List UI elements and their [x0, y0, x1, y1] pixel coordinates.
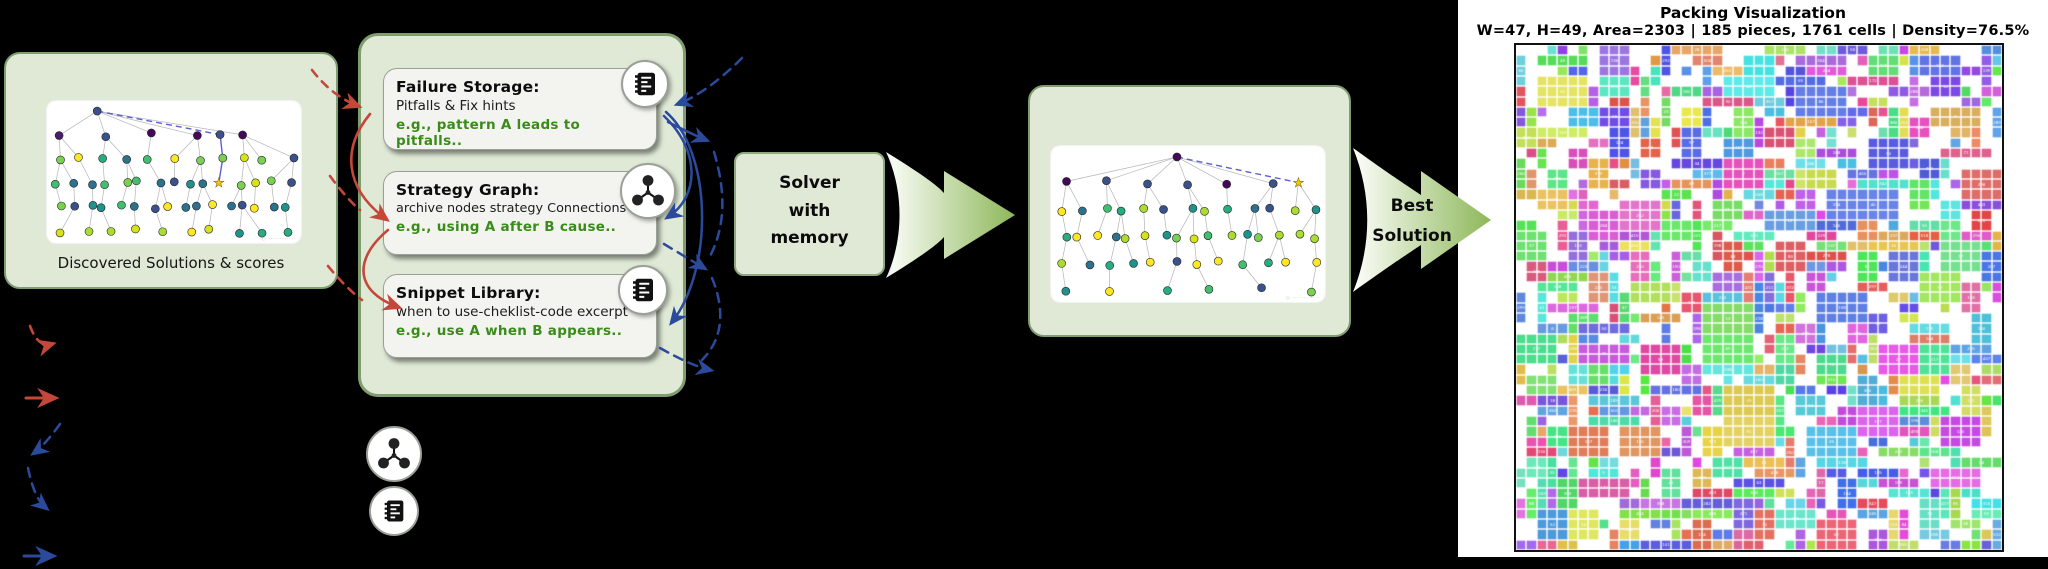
legend-arrows: [22, 324, 62, 567]
memory-box: Failure Storage: Pitfalls & Fix hints e.…: [358, 33, 686, 397]
card-example: e.g., using A after B cause..: [396, 219, 617, 235]
solver-label-line: Solver: [779, 173, 840, 193]
note-icon: [618, 265, 668, 315]
card-body: archive nodes strategy Connections: [396, 201, 627, 216]
solution-tree-box: ★ ○ ············: [1028, 85, 1351, 337]
graph-icon-glyph: [632, 175, 664, 206]
legend-graph-icon: [366, 426, 422, 482]
graph-icon-glyph: [378, 438, 410, 469]
flow-arrow-solver: [886, 152, 1015, 278]
card-title: Failure Storage:: [396, 78, 540, 96]
card-title: Strategy Graph:: [396, 181, 540, 199]
note-icon-glyph: [635, 72, 655, 96]
search-tree-right: ★: [1057, 152, 1322, 297]
best-solution-label: Best Solution: [1352, 192, 1472, 252]
legend-note-icon: [369, 486, 419, 536]
card-example: e.g., pattern A leads to pitfalls..: [396, 117, 581, 149]
card-body: when to use-cheklist-code excerpt: [396, 304, 628, 320]
best-label-line: Solution: [1372, 225, 1452, 246]
search-tree-left: ★: [50, 106, 299, 238]
svg-text:★: ★: [213, 176, 225, 191]
packing-panel: Packing Visualization W=47, H=49, Area=2…: [1458, 0, 2048, 557]
discovered-caption: Discovered Solutions & scores: [57, 254, 285, 272]
watermark-text: ○ ············: [261, 236, 296, 241]
solver-label-line: memory: [770, 228, 849, 249]
card-example: e.g., use A when B appears..: [396, 323, 623, 339]
watermark-text: ○ ············: [1285, 295, 1320, 300]
graph-icon: [620, 163, 676, 219]
search-tree-panel: ★ ○ ············: [46, 100, 302, 244]
snippet-library-card: Snippet Library: when to use-cheklist-co…: [383, 274, 657, 358]
note-icon-glyph: [384, 500, 404, 522]
solver-label-line: with: [788, 200, 831, 221]
note-icon: [621, 60, 669, 108]
packing-subtitle: W=47, H=49, Area=2303 | 185 pieces, 1761…: [1476, 23, 2030, 39]
packing-title: Packing Visualization: [1659, 4, 1846, 22]
svg-text:★: ★: [1293, 176, 1305, 191]
note-icon-glyph: [633, 278, 653, 302]
solver-with-memory-box: Solver with memory: [734, 152, 885, 276]
solution-tree-panel: ★ ○ ············: [1050, 145, 1326, 303]
packing-grid: [1514, 43, 2004, 552]
card-body: Pitfalls & Fix hints: [396, 98, 516, 114]
discovered-solutions-box: ★ ○ ············ Discovered Solutions & …: [4, 52, 338, 289]
best-label-line: Best: [1390, 196, 1434, 216]
failure-storage-card: Failure Storage: Pitfalls & Fix hints e.…: [383, 68, 657, 150]
strategy-graph-card: Strategy Graph: archive nodes strategy C…: [383, 171, 657, 255]
card-title: Snippet Library:: [396, 284, 541, 302]
